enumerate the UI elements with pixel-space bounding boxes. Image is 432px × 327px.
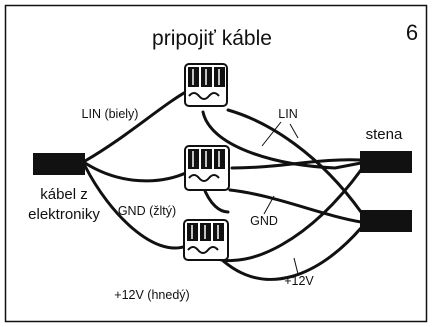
wire-gnd-wall: [230, 158, 363, 170]
label-stena: stena: [366, 126, 403, 143]
electronics-cable-end: [33, 153, 85, 175]
leader-lin-right-b: [289, 123, 299, 139]
leader-lin-right-a: [261, 121, 282, 147]
leader-gnd-right: [263, 195, 275, 215]
leader-12v-right: [293, 257, 299, 275]
label-kabel-line2: elektroniky: [28, 206, 100, 223]
wall-cable-end-lower: [360, 210, 412, 232]
wire-lin-wall: [201, 110, 363, 170]
wire-connector-middle: [184, 145, 230, 191]
wire-connector-bottom: [183, 219, 229, 261]
wire-gnd-wall-2: [228, 188, 363, 224]
wall-cable-end-upper: [360, 151, 412, 173]
label-12v: +12V: [284, 274, 314, 288]
wire-lin-electronics: [83, 86, 195, 163]
wire-12v-electronics: [83, 164, 188, 250]
diagram-title: pripojiť káble: [152, 27, 272, 50]
label-kabel-line1: kábel z: [40, 186, 88, 203]
wire-12v-wall-2: [218, 226, 363, 281]
label-gnd-zlty: GND (žltý): [118, 204, 176, 218]
wire-lin-wall-2: [226, 108, 363, 214]
wire-gnd-electronics: [83, 161, 190, 183]
label-lin: LIN: [278, 107, 297, 121]
wire-12v-wall: [211, 168, 363, 263]
label-12v-hnedy: +12V (hnedý): [114, 288, 189, 302]
step-number: 6: [406, 20, 418, 45]
label-gnd: GND: [250, 214, 278, 228]
label-lin-biely: LIN (biely): [82, 107, 139, 121]
wire-connector-top: [184, 63, 228, 107]
